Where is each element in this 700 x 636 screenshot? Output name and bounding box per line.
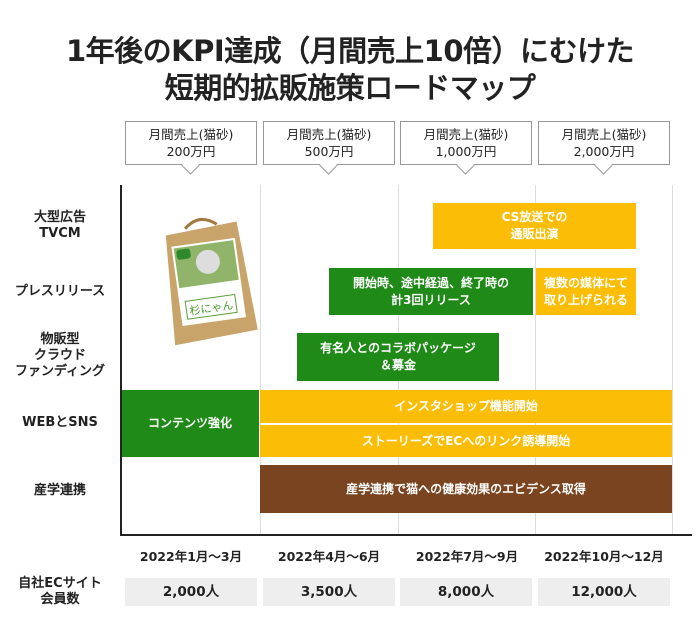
row-label-crowdfunding: 物販型クラウドファンディング: [14, 332, 106, 379]
target-callout-q2: 月間売上(猫砂) 500万円: [263, 121, 395, 165]
bar-academic: 産学連携で猫への健康効果のエビデンス取得: [260, 465, 672, 513]
target-callout-q4: 月間売上(猫砂) 2,000万円: [538, 121, 670, 165]
bar-insta-shop: インスタショップ機能開始: [260, 390, 672, 423]
bar-content: コンテンツ強化: [121, 390, 259, 457]
target-callout-q1: 月間売上(猫砂) 200万円: [125, 121, 257, 165]
row-label-web-sns: WEBとSNS: [22, 415, 98, 430]
title-line-2: 短期的拡販施策ロードマップ: [164, 71, 536, 105]
product-image: 杉にゃん: [153, 206, 262, 348]
bar-stories: ストーリーズでECへのリンク誘導開始: [260, 425, 672, 457]
members-label: 自社ECサイト会員数: [18, 576, 102, 607]
target-value: 2,000万円: [573, 144, 635, 159]
product-name: 杉にゃん: [189, 298, 235, 318]
quarter-label: 2022年1月～3月: [139, 549, 243, 564]
target-callout-q3: 月間売上(猫砂) 1,000万円: [400, 121, 532, 165]
quarter-label: 2022年10月～12月: [544, 549, 664, 564]
target-label: 月間売上(猫砂): [148, 127, 234, 142]
quarter-label: 2022年7月～9月: [415, 549, 519, 564]
target-label: 月間売上(猫砂): [561, 127, 647, 142]
members-value: 12,000人: [538, 578, 670, 606]
target-label: 月間売上(猫砂): [423, 127, 509, 142]
target-value: 1,000万円: [435, 144, 497, 159]
title-line-1: 1年後のKPI達成（月間売上10倍）にむけた: [65, 34, 635, 68]
x-axis: [120, 534, 692, 536]
bar-media-coverage: 複数の媒体にて取り上げられる: [536, 268, 636, 315]
members-value: 2,000人: [125, 578, 257, 606]
row-label-academic: 産学連携: [33, 483, 86, 498]
y-axis: [120, 185, 122, 536]
members-value: 3,500人: [263, 578, 395, 606]
quarter-divider: [535, 185, 536, 535]
members-value: 8,000人: [400, 578, 532, 606]
bar-cs-broadcast: CS放送での通販出演: [433, 203, 636, 249]
bar-press-release: 開始時、途中経過、終了時の計3回リリース: [329, 268, 533, 315]
quarter-divider: [260, 185, 261, 535]
row-label-press: プレスリリース: [14, 284, 106, 299]
quarter-label: 2022年4月～6月: [277, 549, 381, 564]
target-label: 月間売上(猫砂): [286, 127, 372, 142]
target-value: 500万円: [304, 144, 354, 159]
quarter-divider: [672, 185, 673, 535]
target-value: 200万円: [166, 144, 216, 159]
bar-crowdfunding: 有名人とのコラボパッケージ＆募金: [297, 333, 499, 381]
